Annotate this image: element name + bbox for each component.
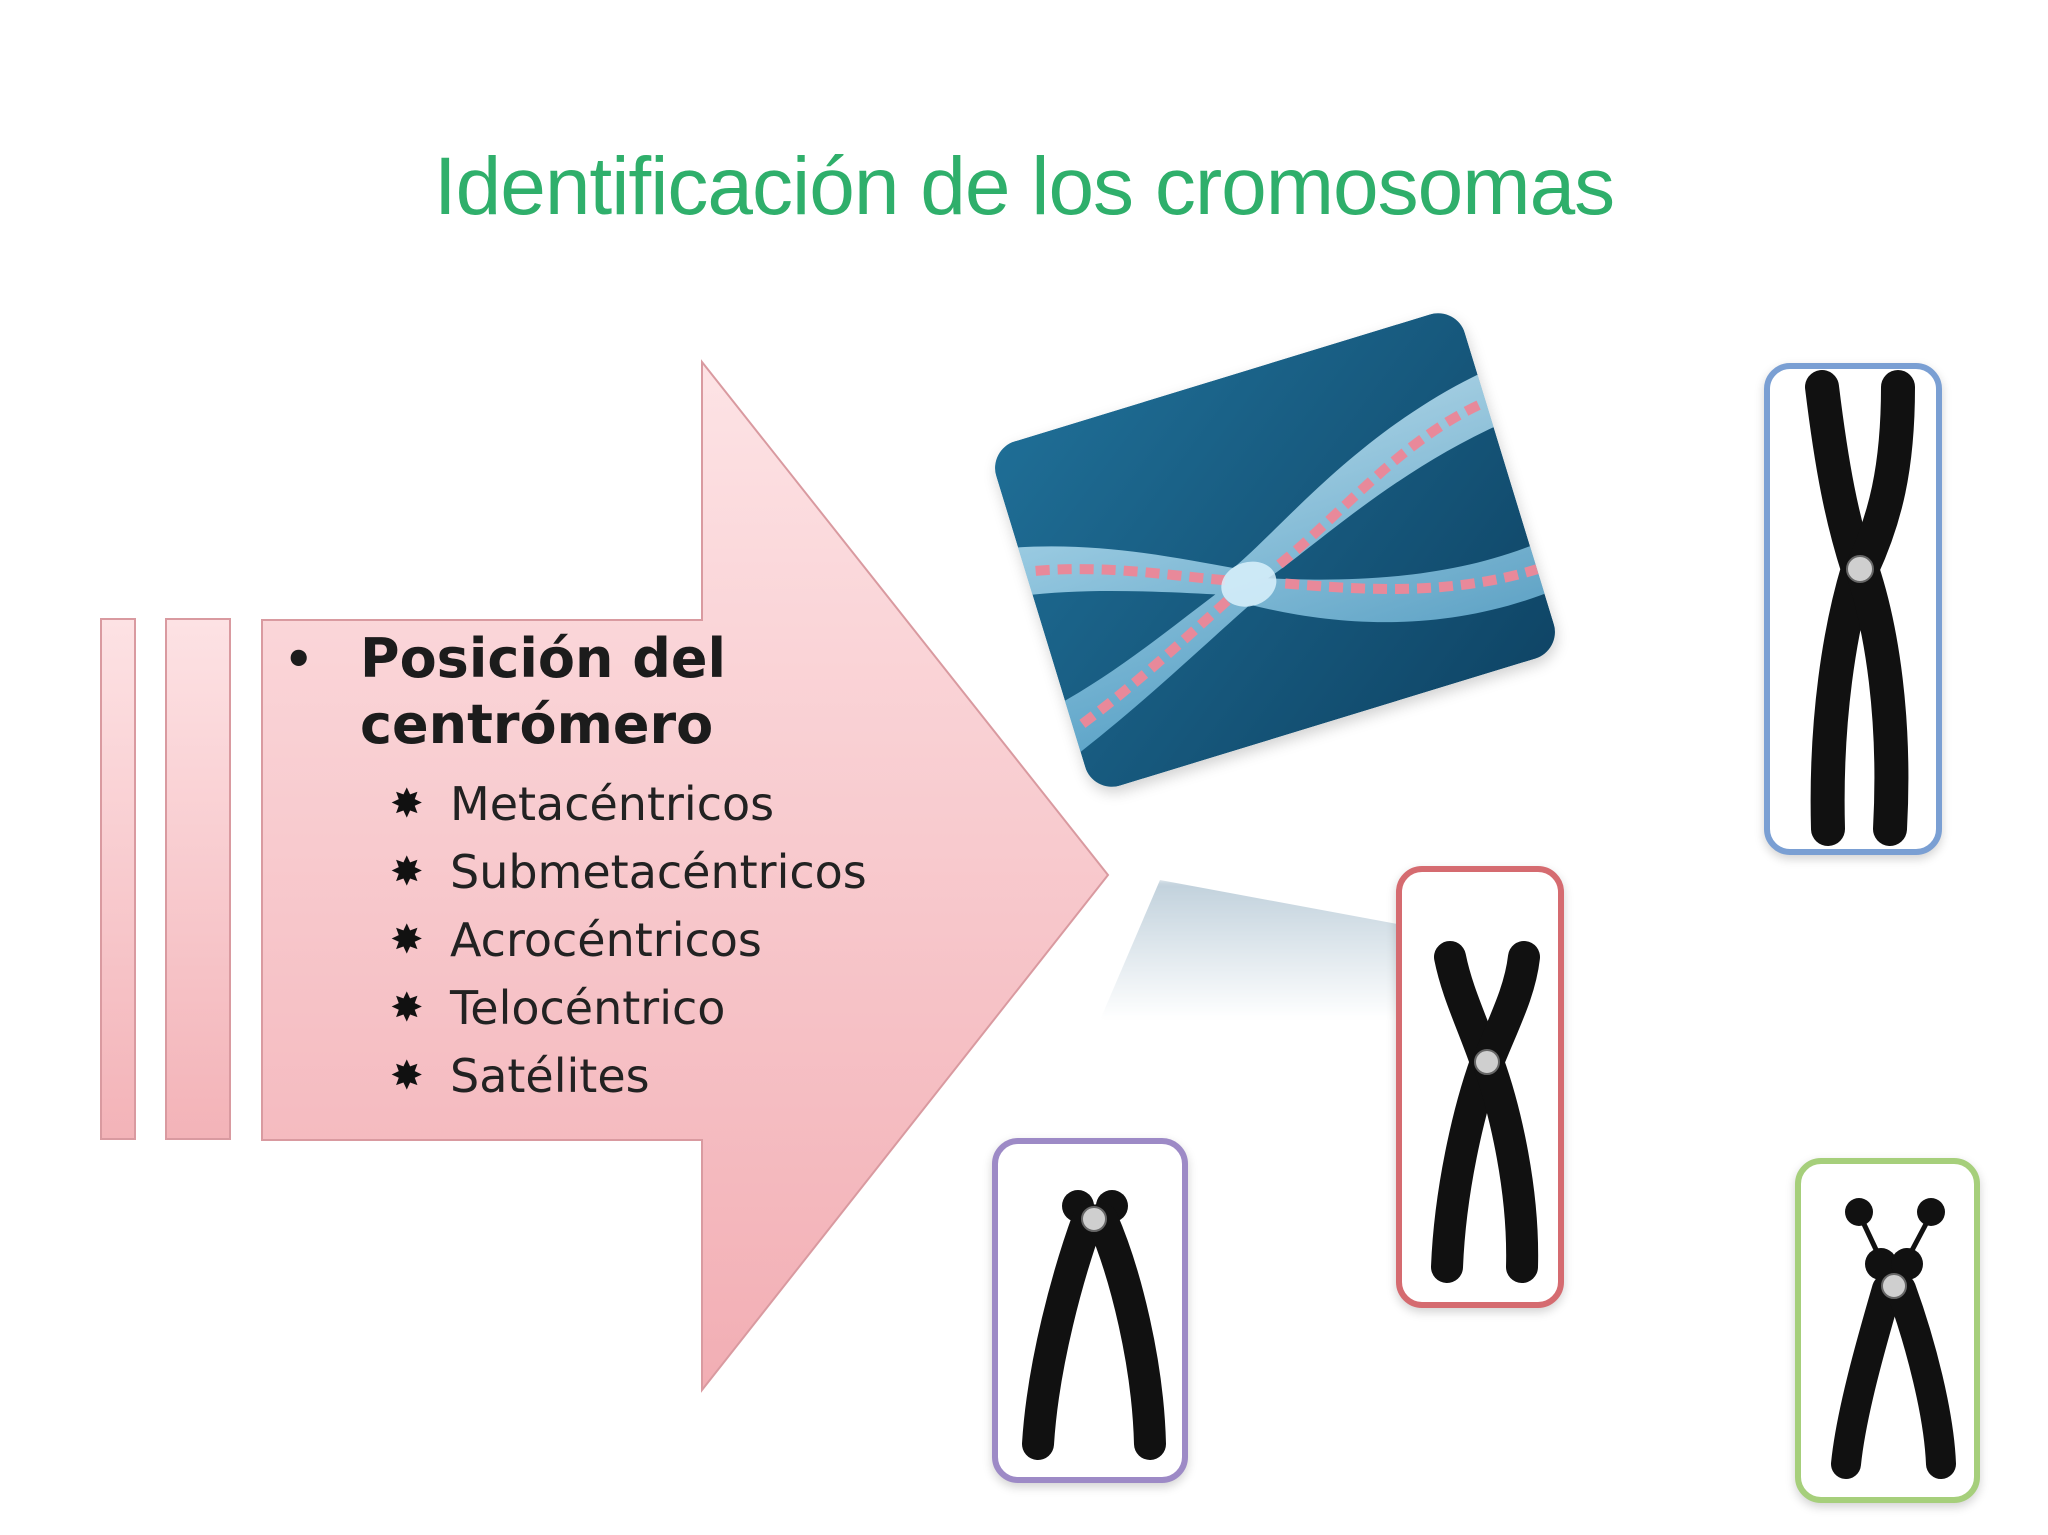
list-item: ✸ Telocéntrico (390, 974, 867, 1042)
star-bullet-icon: ✸ (390, 985, 424, 1031)
satellite-chromosome-icon (1831, 1198, 1956, 1479)
heading-line-2: centrómero (360, 693, 714, 756)
list-item-label: Acrocéntricos (450, 913, 762, 967)
sub-list: ✸ Metacéntricos ✸ Submetacéntricos ✸ Acr… (270, 770, 867, 1110)
star-bullet-icon: ✸ (390, 781, 424, 827)
list-item: ✸ Satélites (390, 1042, 867, 1110)
centromere-list: • Posición del centrómero ✸ Metacéntrico… (270, 626, 867, 1110)
main-bullet: • Posición del centrómero (270, 626, 867, 758)
star-bullet-icon: ✸ (390, 849, 424, 895)
star-bullet-icon: ✸ (390, 917, 424, 963)
list-item-label: Satélites (450, 1049, 650, 1103)
acrocentric-chromosome-icon (1022, 1190, 1166, 1460)
acrocentric-chromosome-card (992, 1138, 1188, 1483)
satellite-chromosome-card (1795, 1158, 1980, 1503)
list-item: ✸ Metacéntricos (390, 770, 867, 838)
list-item: ✸ Submetacéntricos (390, 838, 867, 906)
submetacentric-chromosome-card (1396, 866, 1564, 1308)
metacentric-chromosome-card (1764, 363, 1942, 855)
list-item-label: Metacéntricos (450, 777, 775, 831)
list-item-label: Telocéntrico (450, 981, 726, 1035)
heading-line-1: Posición del (360, 627, 726, 690)
chromosome-micrograph-image (988, 306, 1562, 794)
arrow-tail-stripe-2 (165, 618, 231, 1140)
bullet-dot: • (284, 632, 314, 686)
submetacentric-chromosome-icon (1431, 941, 1540, 1283)
slide-title: Identificación de los cromosomas (433, 141, 1615, 232)
list-item: ✸ Acrocéntricos (390, 906, 867, 974)
metacentric-chromosome-icon (1805, 370, 1915, 846)
list-item-label: Submetacéntricos (450, 845, 867, 899)
arrow-tail-stripe-1 (100, 618, 136, 1140)
star-bullet-icon: ✸ (390, 1053, 424, 1099)
